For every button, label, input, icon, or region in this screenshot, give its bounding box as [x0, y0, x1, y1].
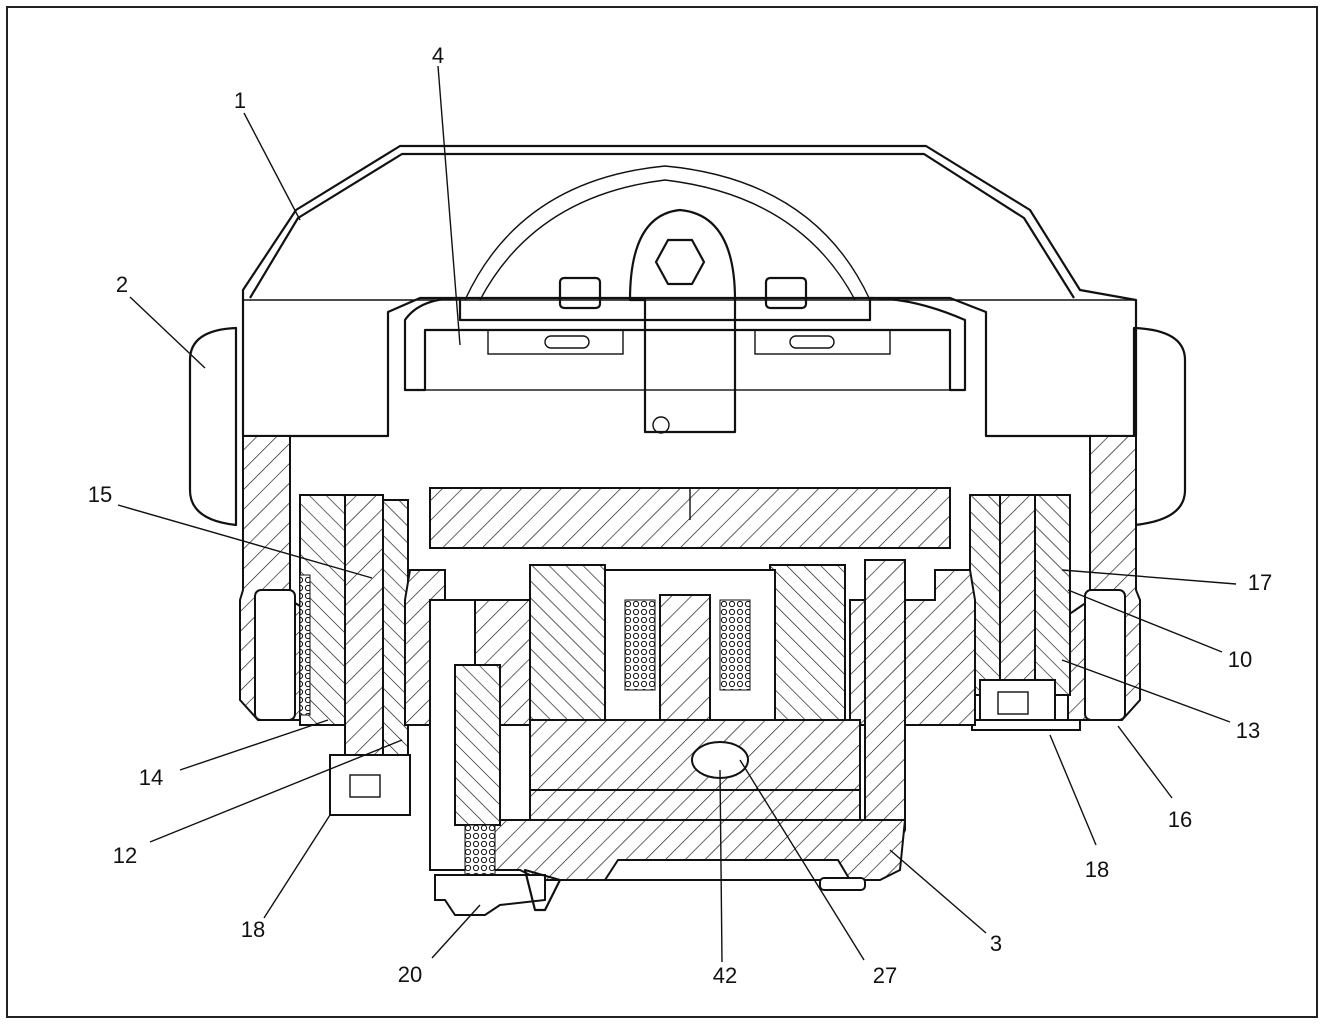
callout-16: 16	[1167, 807, 1193, 832]
callout-42: 42	[712, 963, 738, 988]
callout-12: 12	[112, 843, 138, 868]
callout-20: 20	[397, 962, 423, 987]
callout-2: 2	[115, 272, 129, 297]
guide-housings	[188, 326, 1187, 527]
figure-frame	[6, 6, 1318, 1018]
left-pad-assembly	[299, 494, 411, 816]
callout-3: 3	[989, 931, 1003, 956]
callout-10: 10	[1227, 647, 1253, 672]
callout-18-right: 18	[1084, 857, 1110, 882]
caliper-housing	[241, 144, 1138, 438]
callout-27: 27	[872, 963, 898, 988]
callout-1: 1	[233, 88, 247, 113]
adjuster-assembly	[429, 599, 562, 916]
callout-4: 4	[431, 43, 445, 68]
pressure-plate	[429, 487, 951, 549]
retaining-bracket	[403, 208, 967, 434]
callout-13: 13	[1235, 718, 1261, 743]
housing-walls	[239, 435, 1141, 721]
callout-15: 15	[87, 482, 113, 507]
callout-14: 14	[138, 765, 164, 790]
callout-17: 17	[1247, 570, 1273, 595]
leader-lines	[117, 65, 1237, 963]
callout-18-left: 18	[240, 917, 266, 942]
right-pad-assembly	[969, 494, 1081, 731]
